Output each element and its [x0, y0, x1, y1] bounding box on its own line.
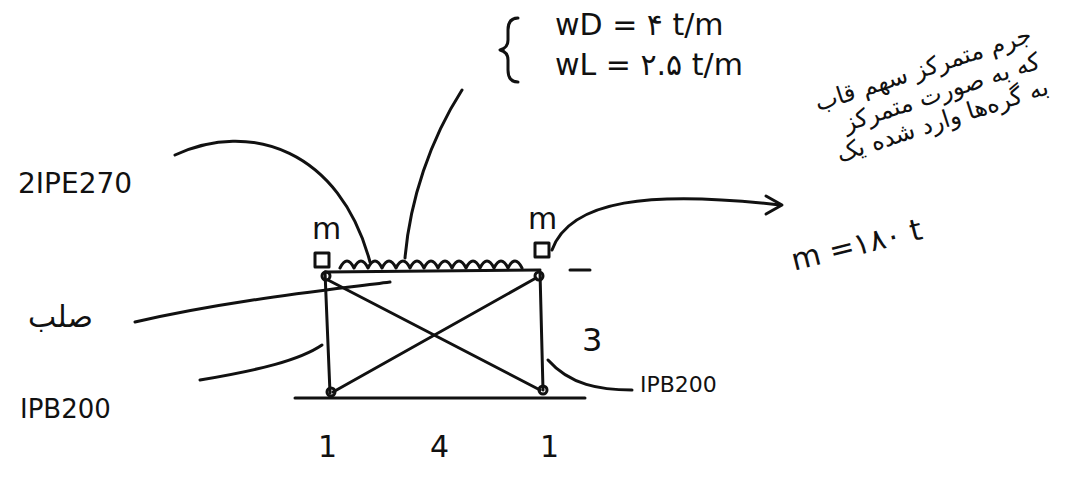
dimension: 4 — [430, 430, 449, 465]
distributed-load — [340, 261, 522, 268]
mass-label: m — [312, 212, 341, 247]
mass-note: جرم متمرکز سهم قاب که به صورت متمرکز به … — [808, 21, 1052, 171]
dimension-tick — [570, 269, 590, 272]
leader-line — [200, 345, 322, 380]
brace — [333, 278, 536, 392]
leader-line — [175, 141, 370, 262]
pin — [539, 386, 547, 394]
leader-arrow — [552, 199, 780, 250]
right-column — [540, 272, 543, 390]
dimension: 1 — [318, 430, 337, 465]
leader-line — [135, 282, 390, 322]
section-name: 2IPE270 — [18, 168, 132, 200]
arrow-head — [766, 196, 782, 214]
mass-value: m =۱۸۰ t — [788, 212, 926, 278]
pin — [327, 388, 335, 396]
bracket — [500, 18, 518, 82]
leader-line — [548, 360, 632, 390]
dimension: 3 — [582, 322, 602, 359]
pin — [322, 272, 330, 280]
live-load: wL = ۲.۵ t/m — [555, 48, 743, 83]
pin — [535, 272, 543, 280]
section-name: IPB200 — [20, 395, 111, 425]
rigid-note: صلب — [28, 300, 93, 335]
mass-symbol — [535, 243, 549, 257]
mass-symbol — [315, 253, 329, 267]
dead-load: wD = ۴ t/m — [555, 8, 724, 43]
beam — [325, 270, 540, 272]
leader-line — [405, 90, 462, 258]
section-name: IPB200 — [640, 372, 717, 397]
dimension: 1 — [540, 430, 559, 465]
ground-line — [295, 397, 585, 400]
mass-label: m — [528, 202, 557, 237]
